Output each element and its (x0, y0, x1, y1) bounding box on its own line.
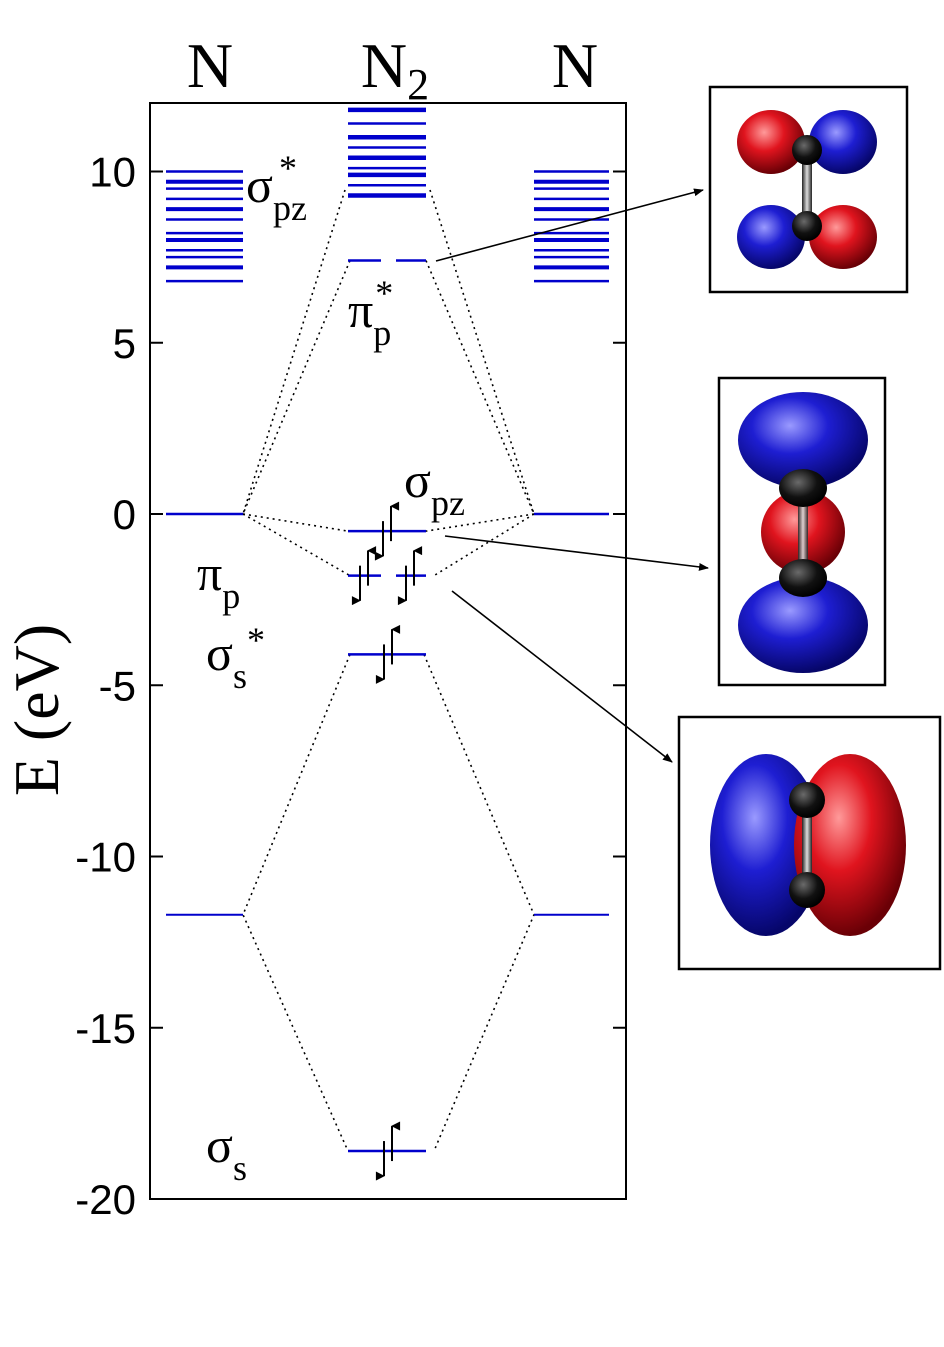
arrow-to-pi-inset (451, 590, 673, 763)
y-tick-label: 0 (113, 491, 136, 538)
atom-bottom (789, 872, 825, 908)
lobe-blue-top (738, 392, 868, 488)
connector-left-p-sigma (242, 513, 349, 532)
label-pi-p-star: πp* (348, 273, 393, 353)
lobe-blue-bottom (738, 577, 868, 673)
arrow-to-sigma-pz-inset (444, 535, 709, 571)
atom-bottom (792, 211, 822, 241)
connector-left-p-sigma-star (242, 189, 346, 515)
y-axis-title: E (eV) (1, 624, 72, 796)
atom-top (789, 782, 825, 818)
connector-right-p-pi-star (425, 260, 535, 515)
molecule-subscript: 2 (407, 60, 429, 109)
lobe-blue-top-right (809, 110, 877, 174)
lobe-red-bottom-right (809, 205, 877, 269)
y-tick-label: -10 (75, 834, 136, 881)
atom-bottom (779, 559, 827, 597)
bond (802, 150, 812, 226)
column-header-left-atom: N (187, 30, 233, 101)
arrow-to-pi-star-inset (435, 188, 704, 262)
label-pi-p: πp (197, 545, 240, 616)
y-tick-label: 5 (113, 320, 136, 367)
spin-pair-sigma-pz (374, 501, 400, 561)
label-sigma-s-star: σs* (206, 620, 265, 696)
column-header-right-atom: N (552, 30, 598, 101)
electron-spins (351, 501, 423, 1181)
orbital-inset-pi-star (708, 85, 909, 294)
molecule-symbol: N (361, 30, 407, 101)
y-tick-label: -5 (99, 662, 136, 709)
y-axis-ticks: 10 5 0 -5 -10 -15 -20 (75, 149, 626, 1223)
connector-right-p-sigma (425, 513, 535, 532)
connector-left-s (242, 654, 351, 1152)
spin-pair-pi-a (351, 546, 377, 606)
connector-left-p-pi (242, 513, 351, 577)
connector-right-p-pi (433, 513, 535, 577)
spin-pair-pi-b (397, 546, 423, 606)
lobe-red-top-left (737, 110, 805, 174)
orbital-inset-pi (677, 715, 942, 971)
bond (802, 800, 812, 890)
orbital-inset-sigma-pz (717, 376, 887, 687)
label-sigma-pz: σpz (404, 452, 465, 523)
atom-top (792, 135, 822, 165)
lobe-blue-bottom-left (737, 205, 805, 269)
atom-top (779, 469, 827, 507)
y-tick-label: -20 (75, 1176, 136, 1223)
y-tick-label: -15 (75, 1005, 136, 1052)
label-sigma-pz-star: σpz* (246, 148, 307, 228)
spin-pair-sigma-s-star (375, 624, 401, 684)
plot-frame (149, 102, 627, 1200)
y-tick-label: 10 (89, 149, 136, 196)
energy-levels (166, 107, 609, 1153)
connector-left-p-pi-star (242, 260, 351, 515)
spin-pair-sigma-s (375, 1121, 401, 1181)
connector-right-s (423, 654, 535, 1152)
column-header-molecule: N2 (361, 30, 429, 109)
connector-right-p-sigma-star (429, 189, 535, 515)
bond (798, 488, 808, 578)
label-sigma-s: σs (206, 1117, 247, 1188)
